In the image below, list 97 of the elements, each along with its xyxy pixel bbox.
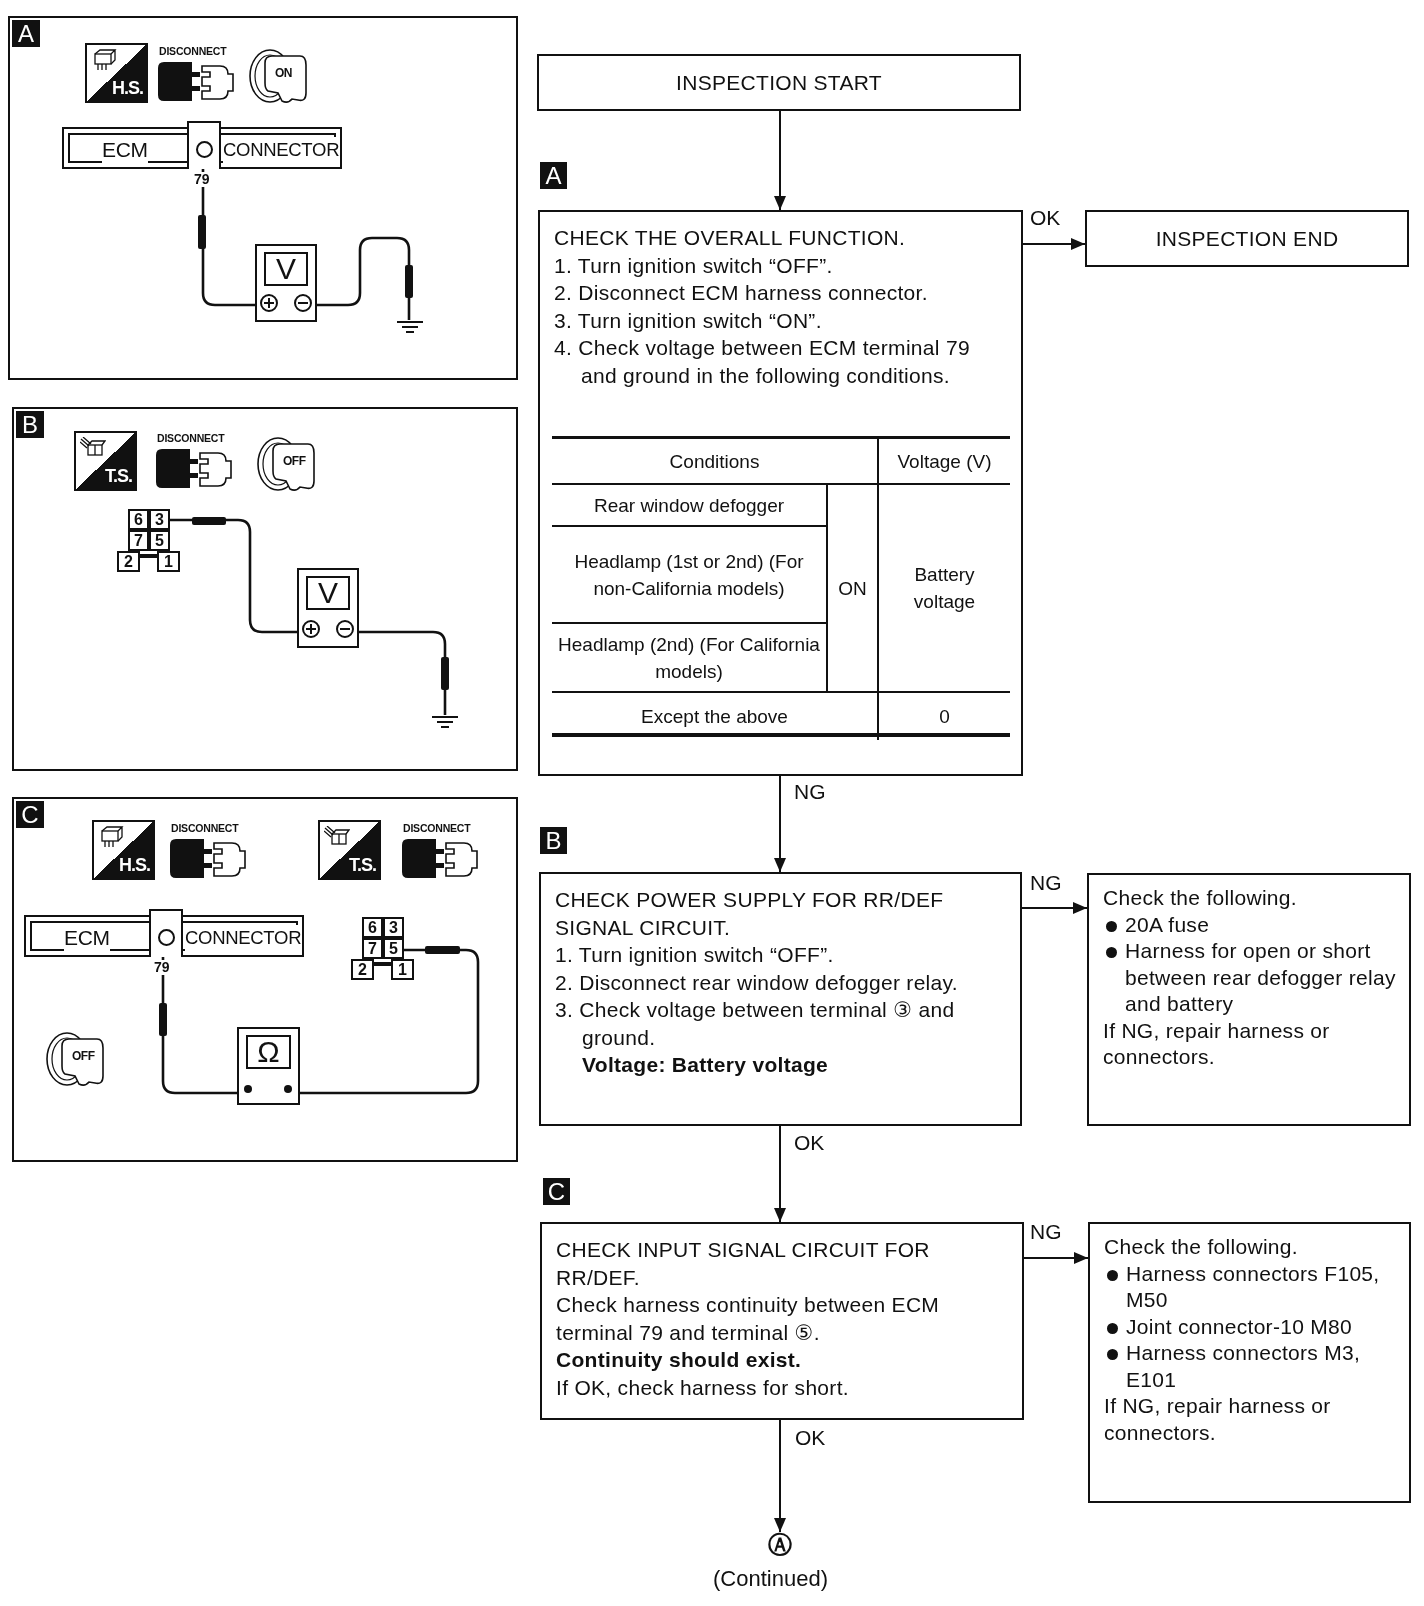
box-text: 3. Turn ignition switch “ON”.: [554, 307, 823, 334]
pin-number: 5: [383, 938, 404, 959]
pin-number: 5: [149, 530, 170, 551]
disconnect-label: DISCONNECT: [157, 432, 225, 444]
process-box: [540, 1222, 1024, 1420]
box-text: CHECK INPUT SIGNAL CIRCUIT FOR RR/DEF.: [556, 1237, 931, 1291]
box-text: Check harness continuity between ECM terminal 79 and terminal ⑤.: [556, 1292, 941, 1346]
icon-label: T.S.: [349, 855, 376, 876]
table-cell: Voltage (V): [877, 439, 1010, 485]
box-text: 2. Disconnect rear window defogger relay.: [555, 969, 959, 996]
box-text: 4. Check voltage between ECM terminal 79 and ground in the following conditions.: [554, 335, 971, 389]
panel-letter: A: [12, 20, 40, 47]
table-cell: Headlamp (1st or 2nd) (For non-California models): [552, 527, 826, 624]
process-box: [1087, 873, 1411, 1126]
procedure-panel: [12, 797, 518, 1162]
box-text: CHECK THE OVERALL FUNCTION.: [554, 225, 907, 251]
meter-display: Ω: [246, 1035, 291, 1069]
relay-connector: [351, 917, 414, 980]
process-box: [1088, 1222, 1411, 1503]
flow-arrow: [774, 775, 786, 873]
box-text: Harness connectors M3, E101: [1104, 1340, 1397, 1393]
box-text: Continuity should exist.: [556, 1347, 803, 1373]
disconnect-label: DISCONNECT: [403, 822, 471, 834]
connector-name: CONNECTOR: [223, 137, 340, 163]
box-text: 1. Turn ignition switch “OFF”.: [555, 942, 835, 968]
flow-arrow: [774, 1419, 786, 1533]
test-lead-wire: [300, 948, 480, 1095]
box-text: If NG, repair harness or connectors.: [1104, 1393, 1332, 1446]
flow-arrow: [774, 1125, 786, 1223]
table-cell: Headlamp (2nd) (For California models): [552, 624, 826, 693]
pin-number: 1: [157, 551, 180, 572]
step-marker: B: [540, 827, 567, 854]
pin-number: 7: [362, 938, 383, 959]
box-text: Harness connectors F105, M50: [1104, 1260, 1397, 1314]
pin-number: 7: [128, 530, 149, 551]
box-text: Harness for open or short between rear defogger relay and battery: [1103, 938, 1397, 1018]
terminal-number: 79: [154, 960, 170, 975]
ground-symbol: [432, 715, 458, 729]
disconnect-label: DISCONNECT: [159, 45, 227, 57]
relay-connector: [117, 509, 180, 572]
table-cell: Rear window defogger: [552, 485, 826, 527]
key-position-label: OFF: [72, 1049, 95, 1063]
pin-number: 1: [391, 959, 414, 980]
table-cell: Conditions: [552, 439, 877, 485]
icon-label: H.S.: [112, 78, 143, 99]
box-text: INSPECTION END: [1154, 225, 1340, 252]
flow-arrow: [774, 110, 786, 211]
meter-display: V: [306, 576, 350, 610]
continued-note: (Continued): [713, 1566, 828, 1592]
panel-letter: B: [16, 411, 44, 438]
panel-letter: C: [16, 801, 44, 828]
pin-number: 3: [149, 509, 170, 530]
terminal-number: 79: [194, 172, 210, 187]
process-box: [539, 872, 1022, 1126]
pin-number: 6: [128, 509, 149, 530]
box-text: Check the following.: [1103, 885, 1298, 911]
table-cell: 0: [877, 693, 1010, 740]
box-text: Voltage: Battery voltage: [581, 1052, 830, 1078]
flow-arrow: [1021, 902, 1088, 914]
box-text: Check the following.: [1104, 1234, 1299, 1260]
box-text: CHECK POWER SUPPLY FOR RR/DEF SIGNAL CIRCUIT.: [555, 887, 945, 941]
key-position-label: OFF: [283, 454, 306, 468]
step-marker: C: [543, 1178, 570, 1205]
process-box: [538, 210, 1023, 776]
procedure-panel: [8, 16, 518, 380]
disconnect-label: DISCONNECT: [171, 822, 239, 834]
flow-arrow: [1023, 1252, 1089, 1264]
voltmeter: [255, 244, 317, 322]
table-cell-text: Except the above: [640, 705, 789, 729]
meter-display: V: [264, 252, 308, 286]
pin-number: 2: [117, 551, 140, 572]
pin-number: 3: [383, 917, 404, 938]
flow-arrow: [1022, 238, 1086, 250]
procedure-panel: [12, 407, 518, 771]
connector-name: CONNECTOR: [185, 925, 302, 951]
terminal-box: [537, 54, 1021, 111]
box-text: 2. Disconnect ECM harness connector.: [554, 280, 929, 306]
icon-label: T.S.: [105, 466, 132, 487]
box-text: If OK, check harness for short.: [556, 1374, 850, 1401]
step-marker: A: [540, 162, 567, 189]
box-text: 1. Turn ignition switch “OFF”.: [554, 252, 834, 279]
table-cell: Battery voltage: [877, 485, 1010, 693]
connector-symbol: Ⓐ: [766, 1532, 794, 1560]
key-position-label: ON: [275, 66, 292, 80]
box-text: 20A fuse: [1103, 911, 1397, 938]
pin-number: 2: [351, 959, 374, 980]
ohmmeter: [237, 1027, 300, 1105]
terminal-box: [1085, 210, 1409, 267]
box-text: If NG, repair harness or connectors.: [1103, 1017, 1331, 1070]
box-text: INSPECTION START: [675, 69, 883, 96]
box-text: Joint connector-10 M80: [1104, 1313, 1397, 1340]
pin-number: 6: [362, 917, 383, 938]
box-text: 3. Check voltage between terminal ③ and ground.: [555, 997, 956, 1051]
ground-symbol: [397, 320, 423, 334]
table-cell: ON: [826, 485, 877, 693]
voltmeter: [297, 568, 359, 648]
icon-label: H.S.: [119, 855, 150, 876]
